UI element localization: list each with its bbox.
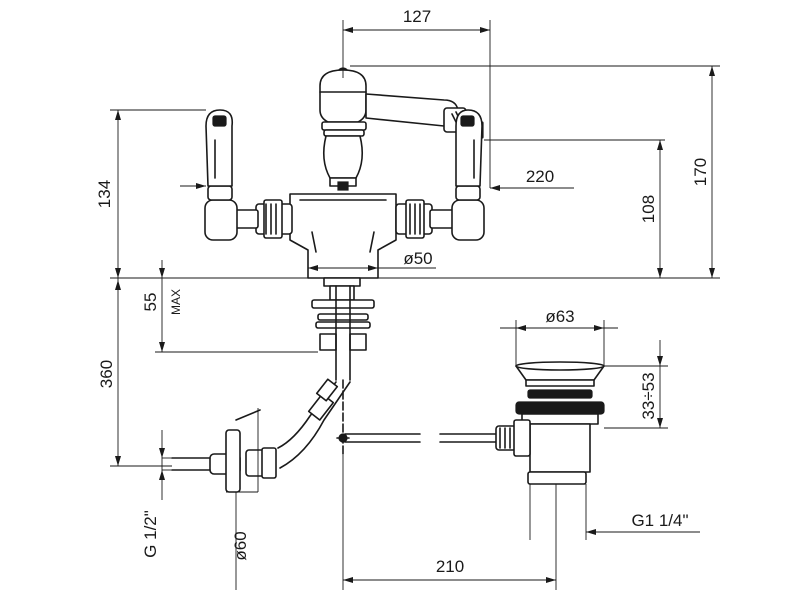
dimension-lines <box>110 20 720 590</box>
dim-210-label: 210 <box>436 557 464 576</box>
dim-55-label: 55 <box>141 293 160 312</box>
dim-127-label: 127 <box>403 7 431 26</box>
dim-60-label: ø60 <box>231 531 250 560</box>
dim-max-label: MAX <box>169 289 183 315</box>
dim-170-label: 170 <box>691 158 710 186</box>
dim-220-label: 220 <box>526 167 554 186</box>
pop-up-waste <box>495 361 605 485</box>
dimension-labels: 127 170 220 108 134 ø50 55 MAX 360 ø63 3… <box>95 7 710 576</box>
dim-63-label: ø63 <box>545 307 574 326</box>
faucet-assembly <box>110 67 720 493</box>
dim-134-label: 134 <box>95 180 114 208</box>
dim-108-label: 108 <box>639 195 658 223</box>
thread-g12-label: G 1/2" <box>141 510 160 558</box>
dim-50-label: ø50 <box>403 249 432 268</box>
dim-360-label: 360 <box>97 360 116 388</box>
thread-g114-label: G1 1/4" <box>631 511 688 530</box>
dim-33-53-label: 33÷53 <box>639 372 658 419</box>
